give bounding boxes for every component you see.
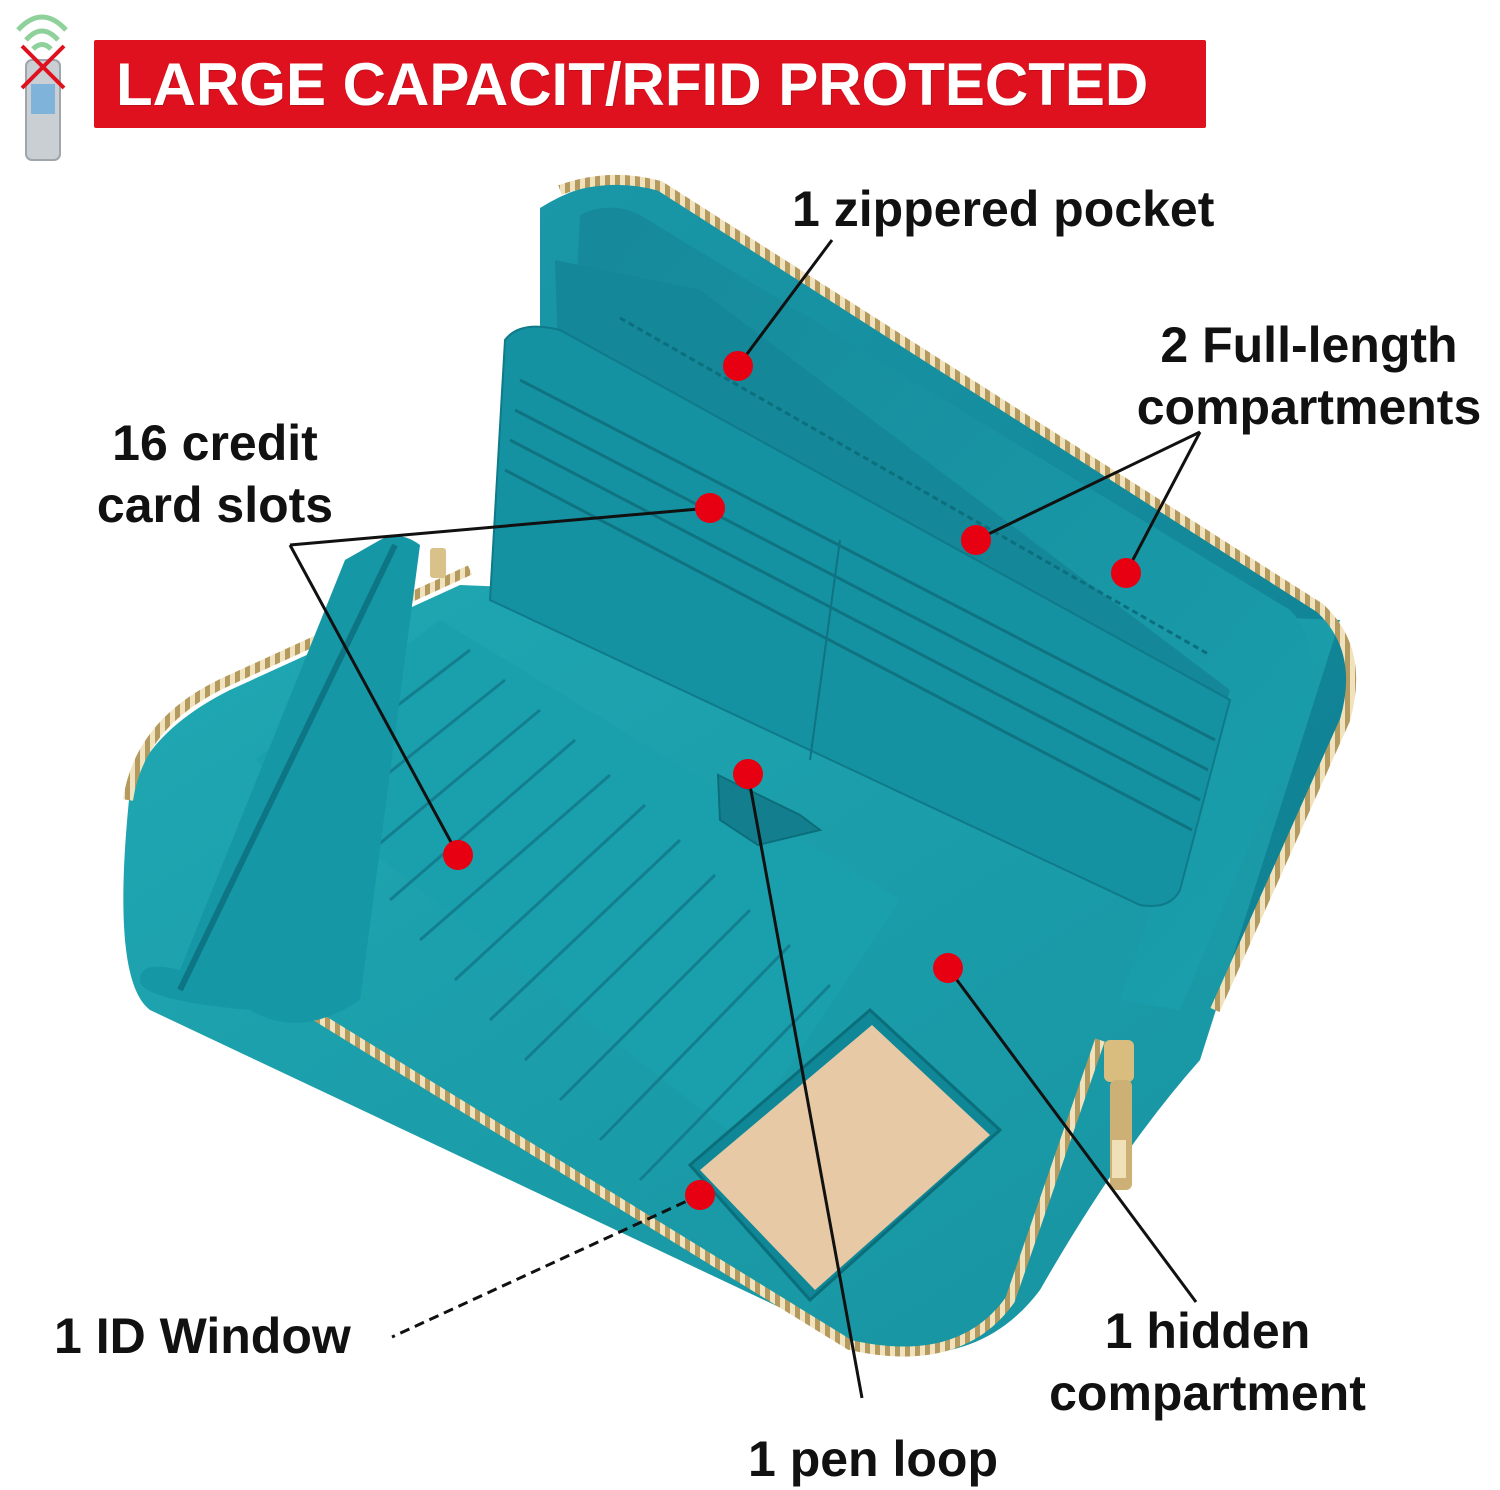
marker-full-length-2 [1111,558,1141,588]
marker-credit-slots-1 [695,493,725,523]
marker-hidden-compartment [933,953,963,983]
label-zippered-pocket-text: 1 zippered pocket [792,181,1215,237]
label-zippered-pocket: 1 zippered pocket [792,178,1214,240]
label-id-window: 1 ID Window [54,1305,351,1367]
callout-lines [288,239,1202,1399]
label-pen-loop: 1 pen loop [748,1428,998,1490]
marker-pen-loop [733,759,763,789]
label-full-length-line1: 2 Full-length [1160,317,1458,373]
marker-full-length-1 [961,525,991,555]
label-credit-line1: 16 credit [112,415,318,471]
banner-title: LARGE CAPACIT/RFID PROTECTED [116,50,1149,118]
label-pen-loop-text: 1 pen loop [748,1431,998,1487]
marker-id-window [685,1180,715,1210]
label-full-length-line2: compartments [1136,379,1482,435]
header-banner: LARGE CAPACIT/RFID PROTECTED [94,40,1206,128]
rfid-blocked-card-icon [16,14,68,161]
label-credit-card-slots: 16 credit card slots [80,412,350,536]
marker-zippered-pocket [723,351,753,381]
markers [443,351,1141,1210]
label-hidden-compartment: 1 hidden compartment [1030,1300,1385,1424]
marker-credit-slots-2 [443,840,473,870]
label-hidden-line1: 1 hidden [1104,1303,1311,1359]
label-id-window-text: 1 ID Window [54,1308,351,1364]
label-hidden-line2: compartment [1049,1365,1366,1421]
label-credit-line2: card slots [96,477,334,533]
label-full-length-compartments: 2 Full-length compartments [1118,314,1500,438]
